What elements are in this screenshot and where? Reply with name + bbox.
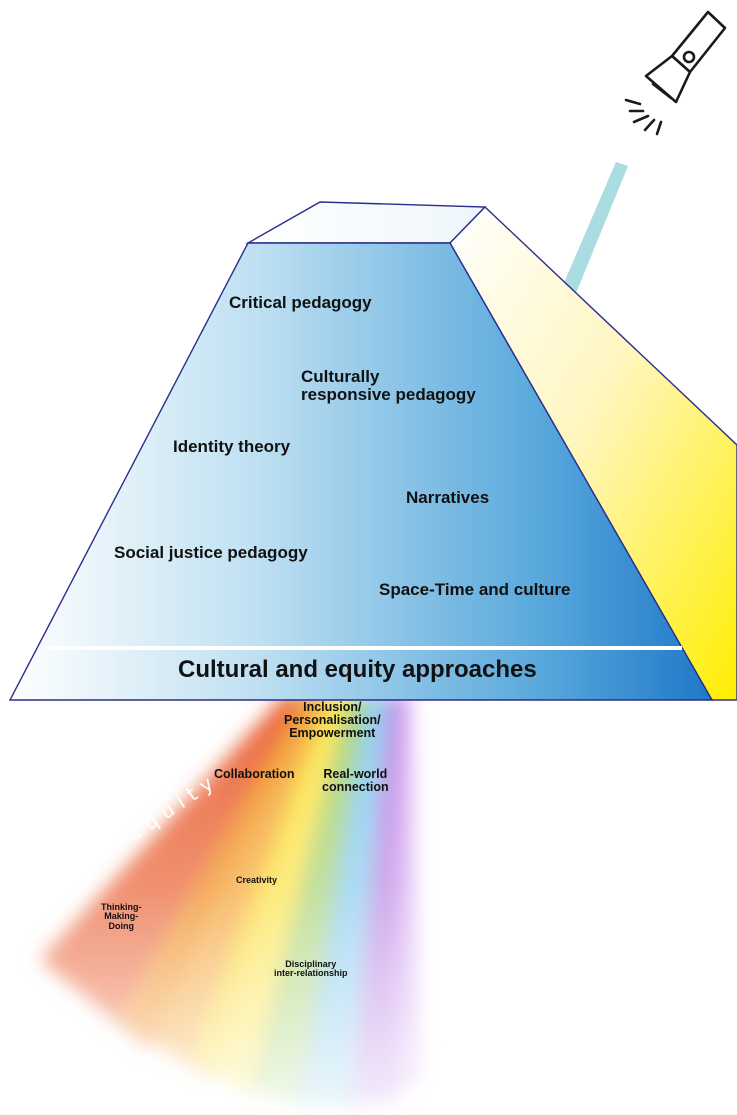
prism-front-face — [8, 242, 714, 701]
label-critical-pedagogy: Critical pedagogy — [229, 293, 372, 312]
light-beam — [560, 162, 628, 298]
prism-top-face — [245, 201, 487, 244]
label-social-justice-pedagogy: Social justice pedagogy — [114, 543, 308, 562]
label-creativity: Creativity — [236, 875, 278, 885]
label-space-time-and-culture: Space-Time and culture — [379, 580, 571, 599]
label-disciplinary-inter-relationship: Disciplinary inter-relationship — [274, 959, 348, 979]
spectrum-fade — [0, 700, 737, 1115]
prism-base-label: Cultural and equity approaches — [178, 656, 537, 683]
label-narratives: Narratives — [406, 488, 490, 507]
flashlight-icon — [624, 10, 727, 136]
label-thinking-making-doing: Thinking- Making- Doing — [101, 902, 142, 931]
label-real-world-connection: Real-world connection — [322, 767, 389, 795]
label-inclusion-personalisation-empowerment: Inclusion/ Personalisation/ Empowerment — [284, 700, 381, 741]
label-culturally-responsive-pedagogy: Culturally responsive pedagogy — [301, 367, 476, 404]
label-collaboration: Collaboration — [214, 767, 295, 781]
label-identity-theory: Identity theory — [173, 437, 291, 456]
